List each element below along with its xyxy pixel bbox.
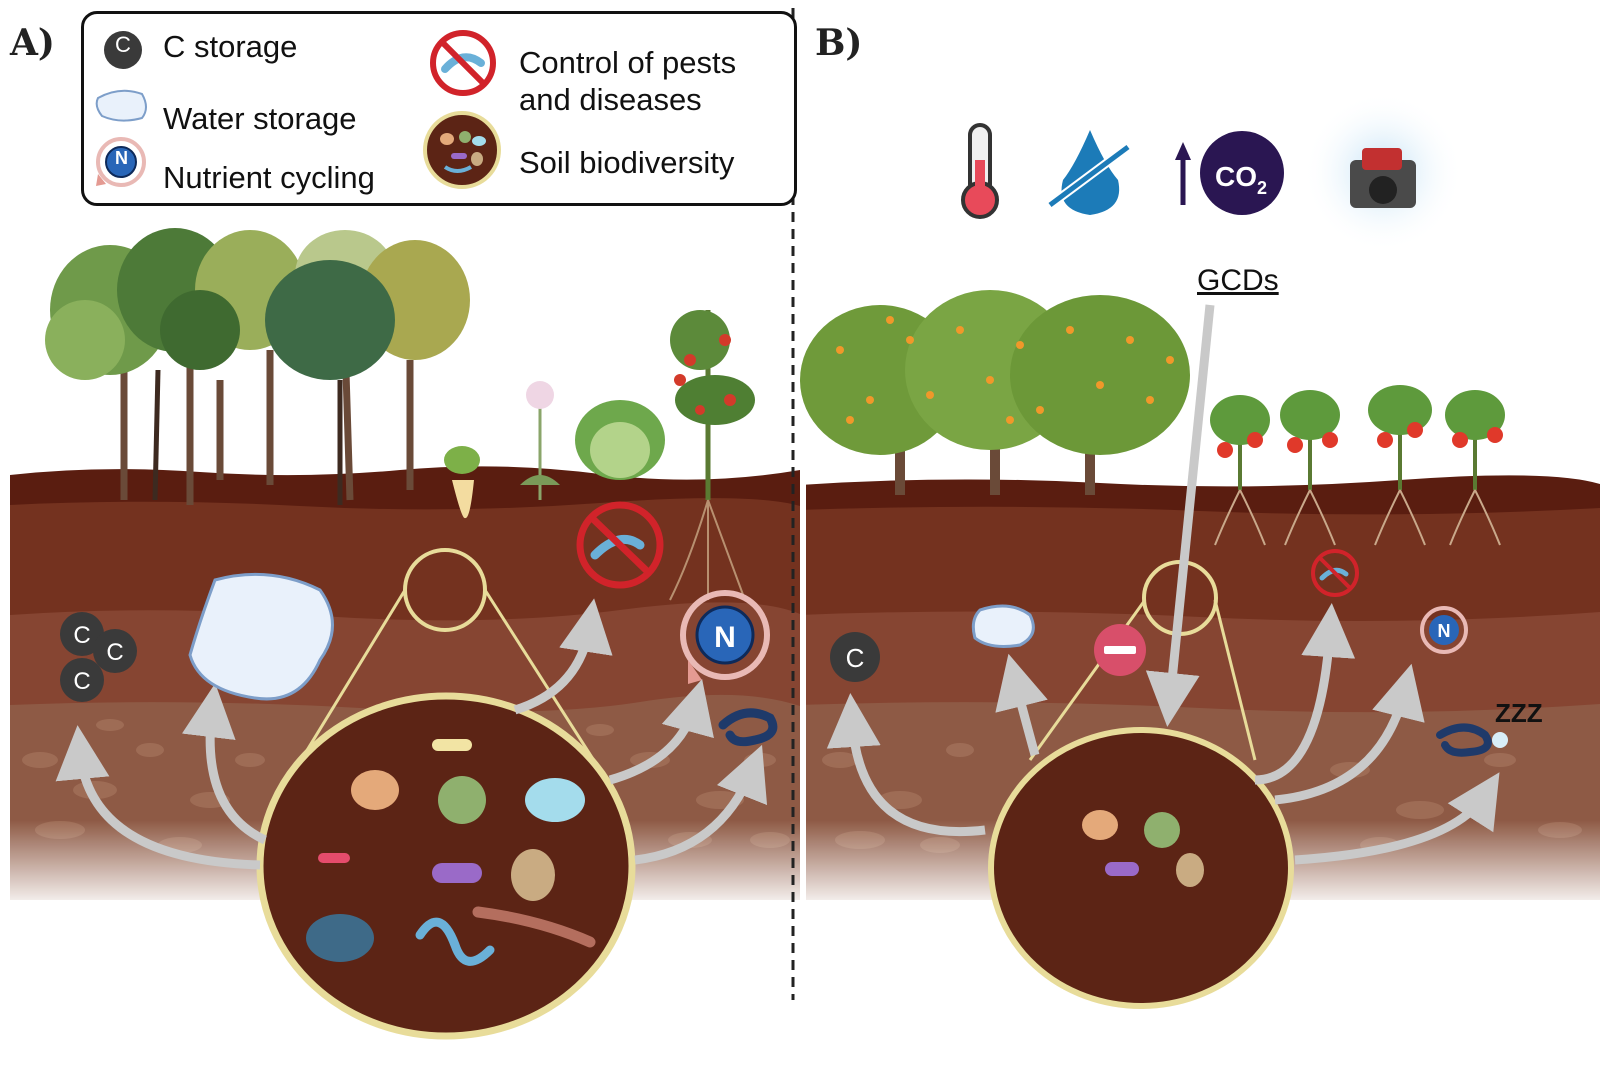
water-storage-icon [188, 572, 334, 701]
minus-icon [1094, 624, 1146, 676]
legend-nutrient-cycling: Nutrient cycling [163, 160, 375, 195]
tomato-plant-a [669, 310, 755, 601]
carbon-letter-1: C [73, 622, 90, 649]
tomato-row-b [1210, 385, 1505, 546]
nematode-icon-a [718, 708, 778, 747]
sleeping-nematode-icon [1436, 723, 1508, 757]
nitrogen-letter-b: N [1438, 621, 1451, 641]
biodiversity-legend-icon [423, 111, 501, 189]
legend: C C storage Water storage N Nutrient cyc… [81, 11, 797, 206]
carbon-icon-b [830, 632, 880, 682]
turnip-plant [444, 446, 480, 519]
pest-control-icon-b [1311, 549, 1359, 597]
gcds-label: GCDs [1197, 264, 1279, 297]
lettuce-plant [575, 400, 665, 480]
legend-soil-biodiversity: Soil biodiversity [519, 145, 735, 180]
nitrogen-letter-a: N [714, 621, 736, 654]
service-arrows-a [55, 598, 768, 870]
drought-icon [1047, 130, 1131, 215]
thermometer-icon [961, 123, 999, 219]
forest-trees-a [45, 228, 470, 505]
nutrient-legend-icon [96, 137, 146, 187]
biodiversity-zoom-a [256, 548, 636, 1040]
gcds-arrow [1145, 304, 1215, 727]
pest-control-icon [576, 501, 664, 589]
legend-pest-control-2: and diseases [519, 82, 702, 117]
service-arrows-b [826, 603, 1500, 865]
water-legend-icon [95, 89, 147, 122]
legend-water-storage: Water storage [163, 101, 357, 136]
carbon-letter-3: C [73, 668, 90, 695]
orange-orchard-b [800, 290, 1190, 495]
biodiversity-zoom-b [988, 560, 1294, 1009]
tractor-icon [1303, 92, 1463, 252]
legend-c-storage: C storage [163, 29, 298, 64]
water-storage-icon-b [971, 604, 1035, 648]
pest-legend-icon [430, 30, 496, 96]
carbon-legend-letter: C [115, 32, 131, 57]
legend-pest-control-1: Control of pests [519, 45, 737, 80]
nutrient-legend-letter: N [115, 148, 128, 168]
co2-text: CO2 [1215, 161, 1267, 198]
carbon-cluster-icon [60, 612, 137, 702]
nutrient-cycling-icon-b [1420, 606, 1468, 654]
panel-b-label: B) [815, 22, 863, 64]
carbon-letter-b: C [846, 643, 865, 673]
co2-increase-icon [1175, 131, 1284, 215]
nutrient-cycling-icon [680, 590, 770, 684]
panel-a-label: A) [10, 22, 55, 64]
sleep-zzz-text: ZZZ [1495, 698, 1543, 728]
carbon-legend-icon [104, 31, 142, 69]
flowering-herb [520, 381, 560, 500]
carbon-letter-2: C [106, 639, 123, 666]
